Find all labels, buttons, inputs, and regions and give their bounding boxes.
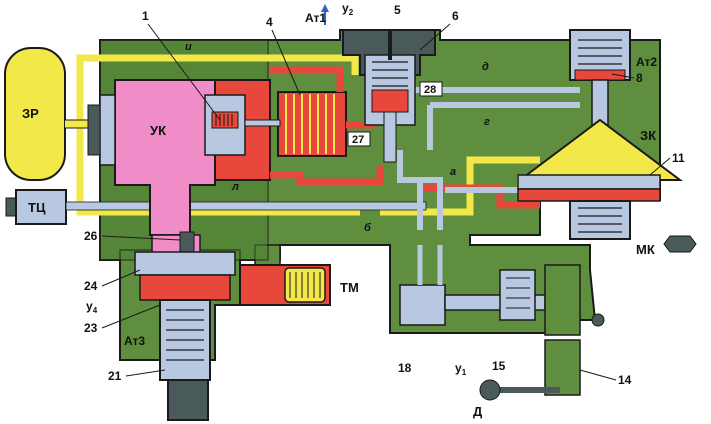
y1-label: у1 bbox=[455, 361, 467, 377]
leader-21 bbox=[125, 369, 166, 377]
ref-27: 27 bbox=[352, 134, 364, 146]
channel-b: б bbox=[364, 222, 372, 234]
ref-26: 26 bbox=[84, 229, 98, 243]
leader-14 bbox=[579, 369, 617, 381]
leader-6 bbox=[419, 23, 451, 51]
ref-15: 15 bbox=[492, 359, 506, 373]
y2-label: у2 bbox=[342, 1, 354, 17]
tc-label: ТЦ bbox=[28, 200, 46, 215]
valve-8-zk-mk bbox=[517, 29, 697, 253]
at1-label: Ат1 bbox=[305, 11, 326, 25]
at2-label: Ат2 bbox=[636, 55, 657, 69]
lower-mechanism bbox=[399, 245, 605, 401]
channel-i: и bbox=[185, 41, 192, 53]
mk-label: МК bbox=[636, 242, 655, 257]
uk-chamber: УК bbox=[87, 79, 216, 254]
ref-8: 8 bbox=[636, 71, 643, 85]
leader-1 bbox=[147, 23, 221, 121]
at3-label: Ат3 bbox=[124, 334, 145, 348]
leader-23 bbox=[101, 304, 161, 329]
lower-valve bbox=[134, 231, 236, 421]
ref-4: 4 bbox=[266, 15, 273, 29]
y4-label: у4 bbox=[86, 299, 98, 315]
valve-5-6 bbox=[342, 29, 436, 163]
channel-l: л bbox=[231, 181, 239, 193]
zr-label: ЗР bbox=[22, 106, 39, 121]
ref-14: 14 bbox=[618, 373, 632, 387]
ref-11: 11 bbox=[672, 151, 685, 165]
ref-1: 1 bbox=[142, 9, 149, 23]
channel-d: д bbox=[482, 61, 489, 73]
brake-line: ТМ bbox=[239, 264, 359, 306]
leader-8 bbox=[611, 73, 635, 79]
channel-a: а bbox=[450, 166, 456, 178]
leader-4 bbox=[271, 29, 301, 96]
ref-28: 28 bbox=[424, 84, 436, 96]
ref-6: 6 bbox=[452, 9, 459, 23]
ref-21: 21 bbox=[108, 369, 122, 383]
tm-label: ТМ bbox=[340, 280, 359, 295]
leader-26 bbox=[101, 235, 181, 241]
brake-cylinder: ТЦ bbox=[5, 189, 427, 225]
leader-11 bbox=[649, 157, 671, 176]
red-chamber bbox=[204, 79, 271, 181]
ref-18: 18 bbox=[398, 361, 412, 375]
ref-28-box bbox=[419, 81, 443, 97]
spring-4-assembly bbox=[244, 91, 347, 157]
ref-27-box bbox=[347, 131, 371, 147]
main-reservoir: ЗР bbox=[4, 47, 66, 181]
leader-24 bbox=[101, 269, 141, 287]
ref-24: 24 bbox=[84, 279, 98, 293]
uk-label: УК bbox=[150, 123, 166, 138]
channel-g: г bbox=[484, 116, 490, 128]
ref-5: 5 bbox=[394, 3, 401, 17]
d-label: Д bbox=[473, 404, 483, 419]
zk-label: ЗК bbox=[640, 128, 656, 143]
flow-arrows bbox=[321, 4, 329, 25]
ref-23: 23 bbox=[84, 321, 98, 335]
